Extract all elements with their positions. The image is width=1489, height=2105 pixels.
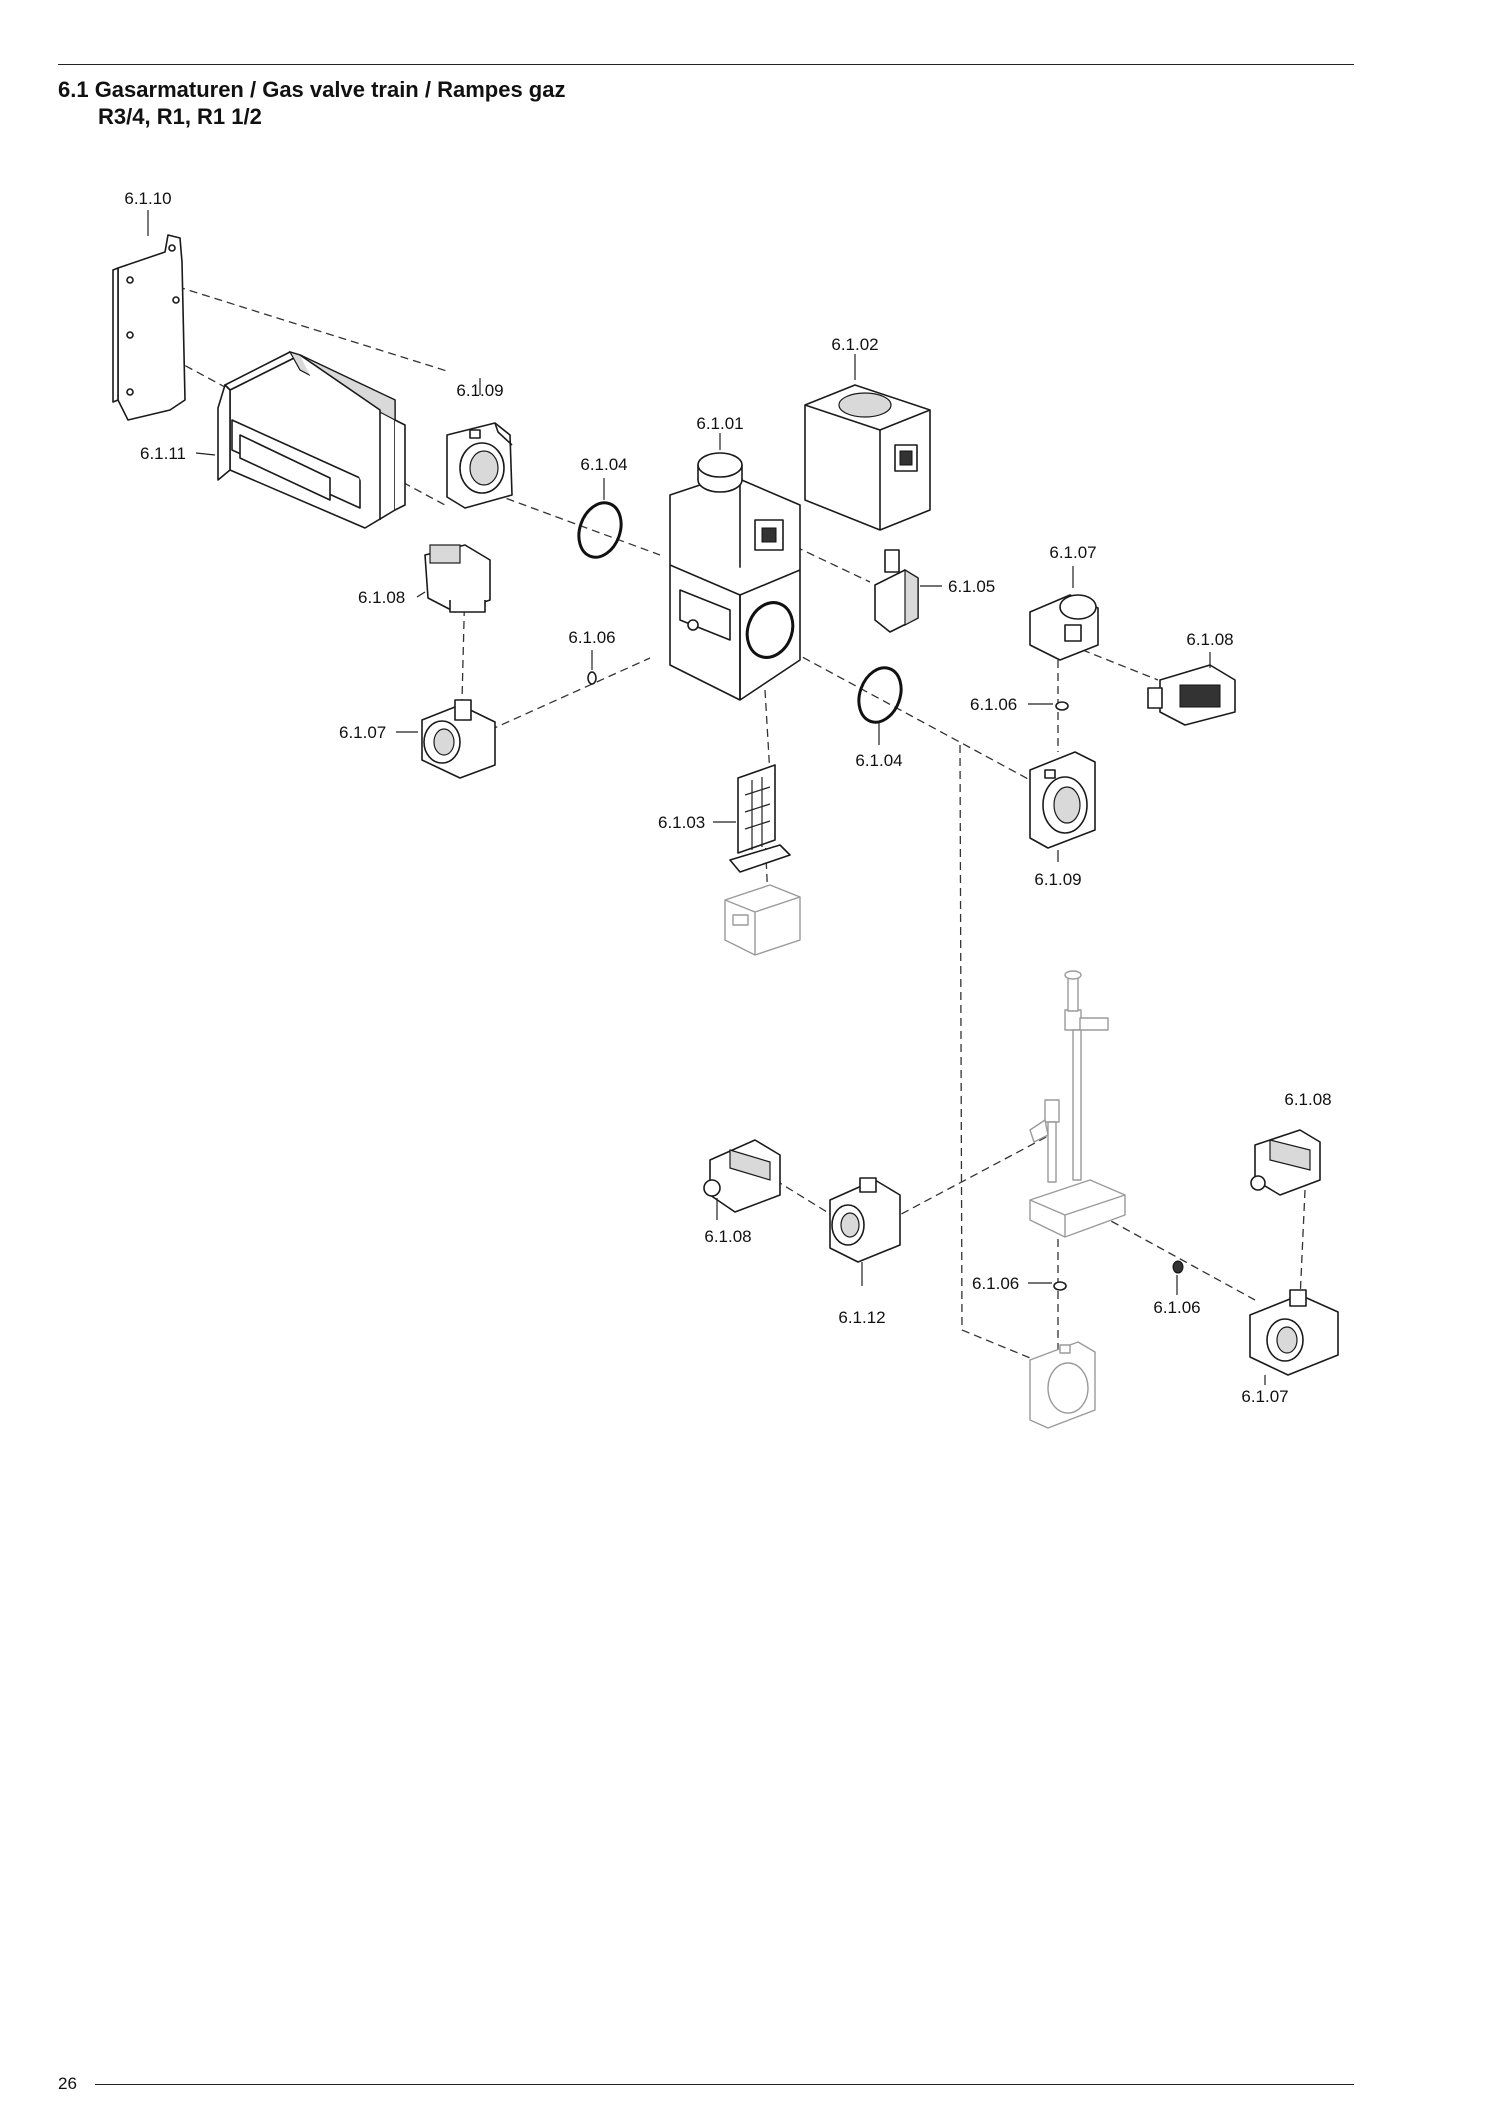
seal-6-1-06-d bbox=[1172, 1260, 1184, 1274]
leader-lines bbox=[147, 210, 1266, 1385]
label-6-1-06-b: 6.1.06 bbox=[970, 695, 1017, 714]
label-6-1-11: 6.1.11 bbox=[140, 444, 186, 463]
label-6-1-04-upper: 6.1.04 bbox=[580, 455, 627, 474]
o-ring-6-1-04-upper bbox=[577, 501, 623, 559]
label-6-1-09-lower: 6.1.09 bbox=[1034, 870, 1081, 889]
solenoid-6-1-07-left bbox=[421, 699, 496, 779]
section-title-line1: 6.1 Gasarmaturen / Gas valve train / Ram… bbox=[58, 77, 566, 102]
solenoid-6-1-12 bbox=[829, 1177, 901, 1263]
label-6-1-08-bottom-left: 6.1.08 bbox=[704, 1227, 751, 1246]
connector-6-1-08-bottom-right bbox=[1250, 1129, 1321, 1196]
label-6-1-04-lower: 6.1.04 bbox=[855, 751, 902, 770]
label-6-1-12: 6.1.12 bbox=[838, 1308, 885, 1327]
solenoid-6-1-07-bottom bbox=[1249, 1289, 1339, 1376]
plug-6-1-05 bbox=[874, 549, 919, 633]
coil-6-1-02 bbox=[804, 384, 931, 531]
flange-6-1-09-upper bbox=[446, 422, 513, 509]
connector-6-1-08-right bbox=[1147, 664, 1236, 726]
label-6-1-07-right: 6.1.07 bbox=[1049, 543, 1096, 562]
connector-6-1-08-bottom-left bbox=[703, 1139, 781, 1213]
label-6-1-02: 6.1.02 bbox=[831, 335, 878, 354]
label-6-1-10: 6.1.10 bbox=[124, 189, 171, 208]
label-6-1-08-left: 6.1.08 bbox=[358, 588, 405, 607]
label-6-1-06-c: 6.1.06 bbox=[972, 1274, 1019, 1293]
seal-6-1-06-a bbox=[587, 671, 597, 685]
o-ring-6-1-04-lower bbox=[857, 666, 903, 724]
gas-valve-6-1-01 bbox=[669, 452, 801, 701]
label-6-1-05: 6.1.05 bbox=[948, 577, 995, 596]
bottom-rule bbox=[95, 2084, 1354, 2085]
control-box-6-1-11 bbox=[217, 351, 406, 529]
filter-6-1-03 bbox=[724, 764, 801, 956]
top-rule bbox=[58, 64, 1354, 65]
section-title-line2: R3/4, R1, R1 1/2 bbox=[98, 104, 262, 129]
label-6-1-03: 6.1.03 bbox=[658, 813, 705, 832]
bracket-plate-6-1-10 bbox=[112, 234, 186, 421]
page-number: 26 bbox=[58, 2074, 77, 2093]
flange-6-1-09-lower bbox=[1029, 751, 1096, 849]
label-6-1-08-bottom-right: 6.1.08 bbox=[1284, 1090, 1331, 1109]
flange-6-1-09-bottom bbox=[1029, 1341, 1096, 1429]
solenoid-6-1-07-right bbox=[1029, 594, 1099, 661]
label-6-1-08-right: 6.1.08 bbox=[1186, 630, 1233, 649]
label-6-1-06-a: 6.1.06 bbox=[568, 628, 615, 647]
seal-6-1-06-b bbox=[1055, 701, 1069, 711]
label-6-1-01: 6.1.01 bbox=[696, 414, 743, 433]
label-6-1-06-d: 6.1.06 bbox=[1153, 1298, 1200, 1317]
pilot-assembly bbox=[1029, 970, 1126, 1238]
section-title: 6.1 Gasarmaturen / Gas valve train / Ram… bbox=[58, 76, 565, 130]
label-6-1-09-upper: 6.1.09 bbox=[456, 381, 503, 400]
connector-6-1-08-left bbox=[424, 544, 491, 613]
label-6-1-07-bottom: 6.1.07 bbox=[1241, 1387, 1288, 1406]
seal-6-1-06-c bbox=[1053, 1281, 1067, 1291]
label-6-1-07-left: 6.1.07 bbox=[339, 723, 386, 742]
part-labels: 6.1.10 6.1.11 6.1.09 6.1.02 6.1.01 6.1.0… bbox=[124, 189, 1331, 1406]
